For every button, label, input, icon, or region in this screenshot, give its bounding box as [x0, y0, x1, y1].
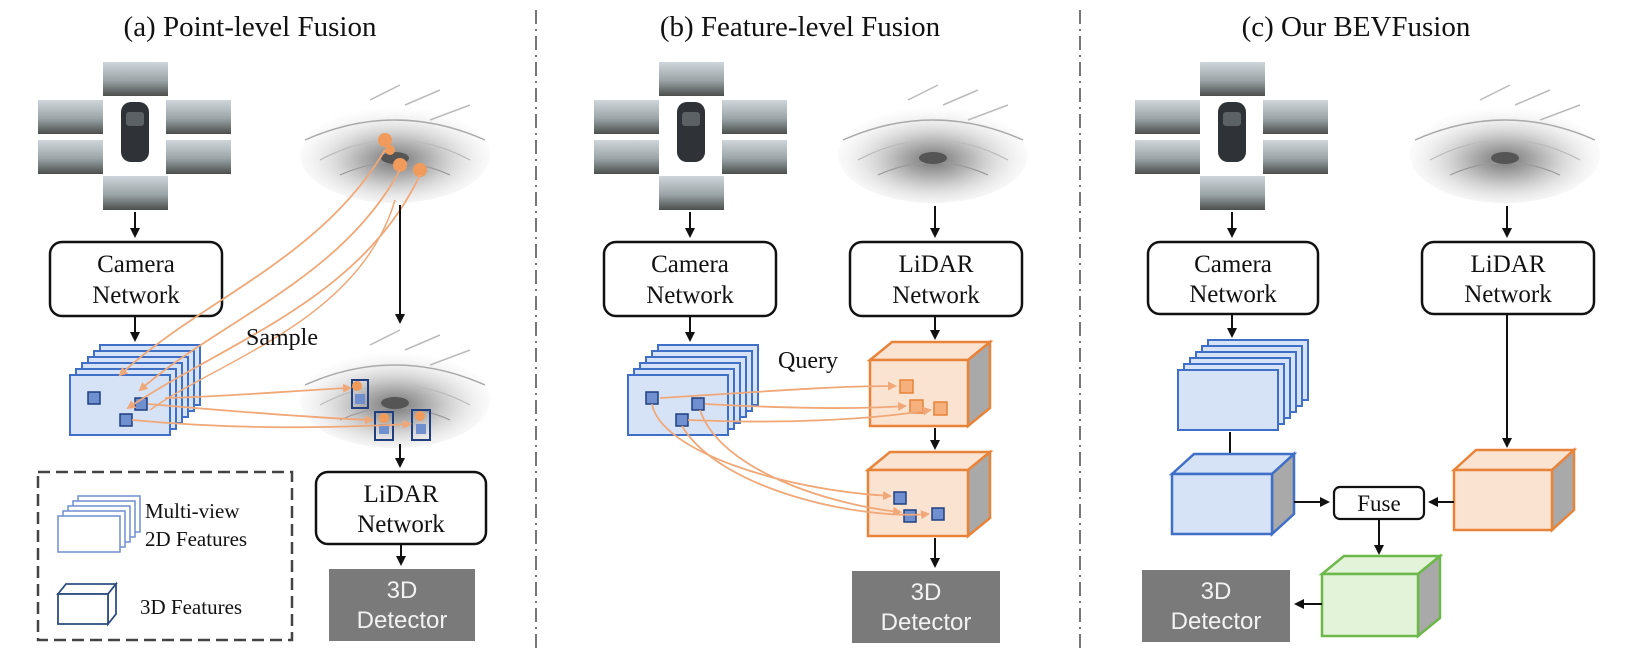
- camera-network-label: Network: [646, 282, 734, 309]
- feature-patch: [691, 397, 705, 411]
- sample-arrow: [138, 169, 401, 392]
- legend-multiview-label: Multi-view: [145, 499, 240, 523]
- panel-title: (c) Our BEVFusion: [1242, 11, 1471, 43]
- legend-multiview-icon: [57, 495, 141, 553]
- sample-point: [413, 163, 427, 177]
- panel-c: (c) Our BEVFusion Camera Network LiDAR N…: [1135, 11, 1601, 642]
- lidar-scan-image: [1409, 84, 1601, 204]
- feature-patch: [87, 391, 101, 405]
- lidar-scan-image: [837, 84, 1029, 204]
- fused-3d-feature-cube: [864, 449, 994, 539]
- detector-label: 3D: [911, 579, 942, 606]
- lidar-network-label: LiDAR: [364, 481, 439, 508]
- sample-point: [378, 133, 392, 147]
- camera-rig-image: [38, 62, 231, 210]
- camera-rig-image: [594, 62, 787, 210]
- lidar-network-label: LiDAR: [899, 251, 974, 278]
- lidar-3d-feature-cube: [866, 339, 994, 429]
- sample-label: Sample: [246, 325, 318, 351]
- lidar-network-label: Network: [357, 511, 445, 538]
- sample-arrow: [149, 199, 396, 411]
- voxel-box: [351, 379, 369, 409]
- lidar-network-label: Network: [892, 282, 980, 309]
- sample-arrow: [118, 149, 386, 377]
- query-label: Query: [778, 348, 838, 374]
- lidar-bev-feature-cube: [1450, 447, 1578, 533]
- detector-label: Detector: [1171, 608, 1262, 635]
- legend-3d-label: 3D Features: [140, 595, 242, 619]
- panel-b: (b) Feature-level Fusion Camera Network …: [594, 11, 1029, 643]
- camera-bev-feature-cube: [1168, 451, 1298, 537]
- camera-network-label: Camera: [97, 251, 175, 278]
- detector-box: [852, 571, 1000, 643]
- voxel-box: [411, 409, 431, 441]
- feature-patch: [416, 424, 426, 434]
- sample-point: [393, 158, 407, 172]
- legend-multiview-label: 2D Features: [145, 527, 247, 551]
- feature-patch: [675, 413, 689, 427]
- detector-box: [329, 569, 475, 641]
- lidar-network-label: Network: [1464, 281, 1552, 308]
- sample-arrow: [126, 174, 421, 410]
- fused-bev-feature-cube: [1318, 553, 1444, 639]
- feature-patch: [119, 413, 133, 427]
- detector-box: [1142, 570, 1290, 642]
- feature-patch: [355, 394, 365, 404]
- panel-title: (b) Feature-level Fusion: [660, 11, 941, 43]
- feature-patch: [379, 424, 389, 434]
- sample-point: [385, 145, 395, 155]
- camera-network-label: Camera: [651, 251, 729, 278]
- multiview-features: [1177, 339, 1309, 431]
- panel-a: (a) Point-level Fusion Camera Network Sa…: [36, 11, 491, 642]
- feature-patch: [645, 391, 659, 405]
- fuse-label: Fuse: [1357, 491, 1400, 516]
- lidar-scan-image: [299, 84, 491, 204]
- lidar-network-label: LiDAR: [1471, 251, 1546, 278]
- legend-box: [36, 470, 294, 642]
- detector-label: Detector: [881, 609, 972, 636]
- detector-label: 3D: [1201, 578, 1232, 605]
- legend-3d-cube-icon: [56, 581, 118, 627]
- detector-label: 3D: [387, 577, 418, 604]
- camera-network-label: Camera: [1194, 251, 1272, 278]
- camera-network-label: Network: [1189, 281, 1277, 308]
- detector-label: Detector: [357, 607, 448, 634]
- camera-network-label: Network: [92, 282, 180, 309]
- camera-rig-image: [1135, 62, 1328, 210]
- panel-title: (a) Point-level Fusion: [124, 11, 377, 43]
